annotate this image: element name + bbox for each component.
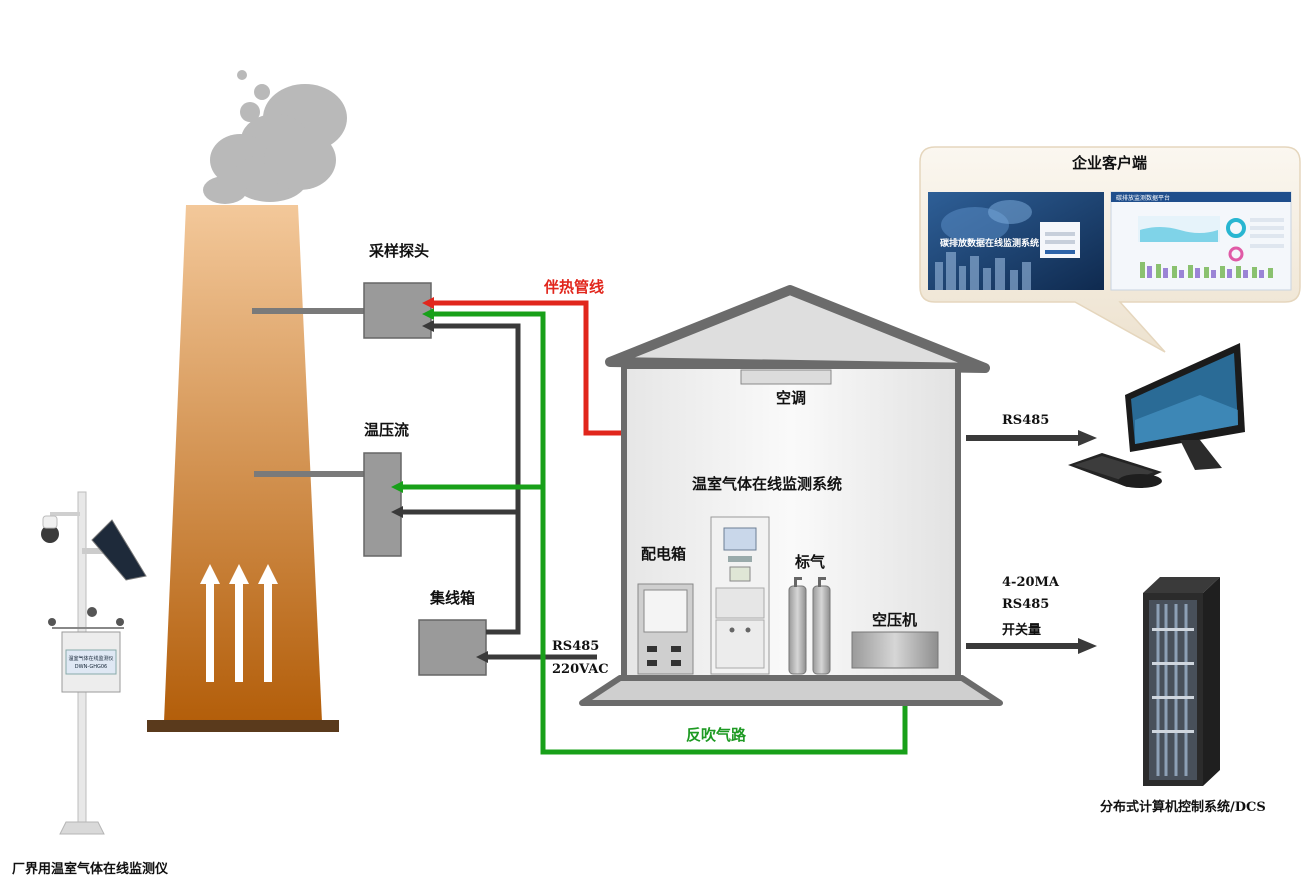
client-bubble [919, 146, 1301, 353]
mouse-icon [1118, 474, 1162, 488]
label-client: 企业客户端 [1072, 154, 1148, 172]
label-distribution-box: 配电箱 [641, 545, 687, 563]
shelter-building [579, 285, 1003, 706]
label-aircon: 空调 [776, 389, 807, 407]
calibration-gas-cylinders [788, 577, 831, 675]
label-dashboard-title: 碳排放监测数据平台 [1116, 195, 1171, 202]
up-arrow-icon [200, 564, 278, 682]
label-junction-box: 集线箱 [430, 589, 476, 607]
camera-icon [41, 515, 59, 543]
dashboard-bars [1140, 262, 1273, 278]
sampling-probe-box [363, 282, 432, 339]
label-switch: 开关量 [1002, 623, 1042, 638]
output-arrows [966, 430, 1097, 654]
analyzer-cabinet [710, 516, 770, 675]
solar-panel-icon [82, 519, 147, 581]
label-backblow: 反吹气路 [686, 726, 747, 744]
label-rs485-out: RS485 [1002, 413, 1050, 428]
signal-arrowheads [391, 320, 488, 663]
label-rs485-in: RS485 [552, 639, 600, 654]
label-dcs: 分布式计算机控制系统/DCS [1100, 800, 1266, 815]
smoke-cloud-icon [203, 70, 347, 204]
heat-trace-line [432, 300, 624, 436]
ambient-monitoring-station: 温室气体在线监测仪 DWN-GHG06 [41, 491, 147, 835]
label-heat-trace: 伴热管线 [544, 278, 605, 296]
label-4-20ma: 4-20MA [1002, 575, 1060, 590]
label-220vac: 220VAC [552, 662, 609, 677]
label-login-title: 碳排放数据在线监测系统 [940, 239, 1040, 249]
label-rs485-dcs: RS485 [1002, 597, 1050, 612]
label-temp-pressure-flow: 温压流 [364, 421, 410, 439]
monitor-icon [1125, 343, 1245, 470]
aircon-unit [740, 369, 832, 385]
junction-box [418, 619, 487, 676]
flow-rod [254, 471, 364, 477]
station-panel-title: 温室气体在线监测仪 [68, 655, 113, 662]
probe-rod [252, 308, 365, 314]
label-sampling-probe: 采样探头 [369, 242, 430, 260]
station-panel-model: DWN-GHG06 [75, 664, 107, 670]
air-compressor-unit [851, 631, 939, 669]
server-rack-icon [1143, 577, 1220, 786]
temp-pressure-flow-box [363, 452, 402, 557]
label-ambient-station: 厂界用温室气体在线监测仪 [12, 862, 169, 877]
gas-lines [401, 311, 908, 755]
label-system-title: 温室气体在线监测系统 [692, 475, 843, 493]
label-calibration-gas: 标气 [795, 553, 826, 571]
chimney [147, 205, 339, 732]
label-air-compressor: 空压机 [872, 611, 918, 629]
